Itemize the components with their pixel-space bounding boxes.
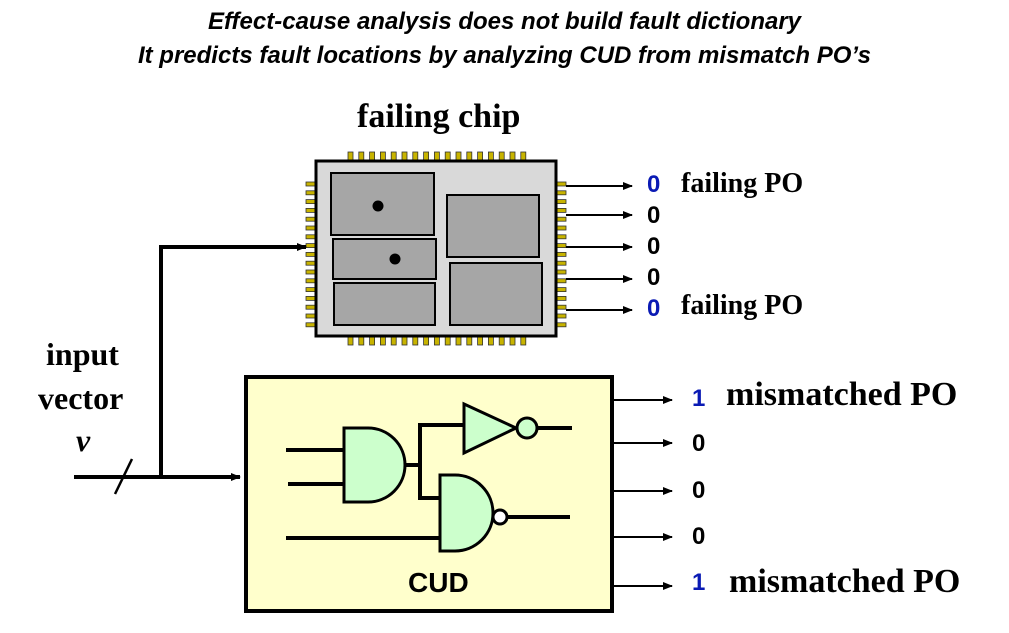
wire-and-to-inverter [398,423,466,467]
cud-output-value-2: 0 [692,430,706,457]
chip-pins [305,151,567,346]
nand-bubble [491,508,509,526]
chip-block-4 [446,194,540,258]
cud-output-value-4: 0 [692,523,706,550]
chip-label: failing chip [357,98,521,135]
title-line-2: It predicts fault locations by analyzing… [137,42,872,69]
input-label-line1: input [46,336,119,372]
failing-po-label-top: failing PO [681,168,804,199]
fault-dot-1 [372,200,384,212]
chip-output-value-2: 0 [647,202,661,229]
chip-output-value-3: 0 [647,233,661,260]
failing-po-label-bottom: failing PO [681,290,804,321]
cud-box [244,375,614,613]
chip-block-5 [449,262,543,326]
cud-output-value-1: 1 [692,385,706,412]
chip-output-value-4: 0 [647,264,661,291]
and-gate [342,426,407,504]
wire-and-to-nand [418,465,440,500]
input-label-line2: vector [38,380,124,416]
chip-output-arrows [566,182,633,314]
cud-output-arrows [612,396,673,590]
chip-block-2 [332,238,437,280]
inverter-gate [462,401,520,456]
cud-output-value-3: 0 [692,477,706,504]
bus-slash [113,458,134,495]
inverter-bubble [515,416,539,440]
mismatched-po-label-bottom: mismatched PO [729,563,961,600]
cud-output-value-5: 1 [692,569,706,596]
chip-output-value-5: 0 [647,295,661,322]
fault-dot-2 [389,253,401,265]
cud-label: CUD [408,567,469,598]
title-line-1: Effect-cause analysis does not build fau… [207,8,802,35]
input-label-v: v [76,422,91,458]
mismatched-po-label-top: mismatched PO [726,376,958,413]
chip-output-value-1: 0 [647,171,661,198]
chip-block-3 [333,282,436,326]
